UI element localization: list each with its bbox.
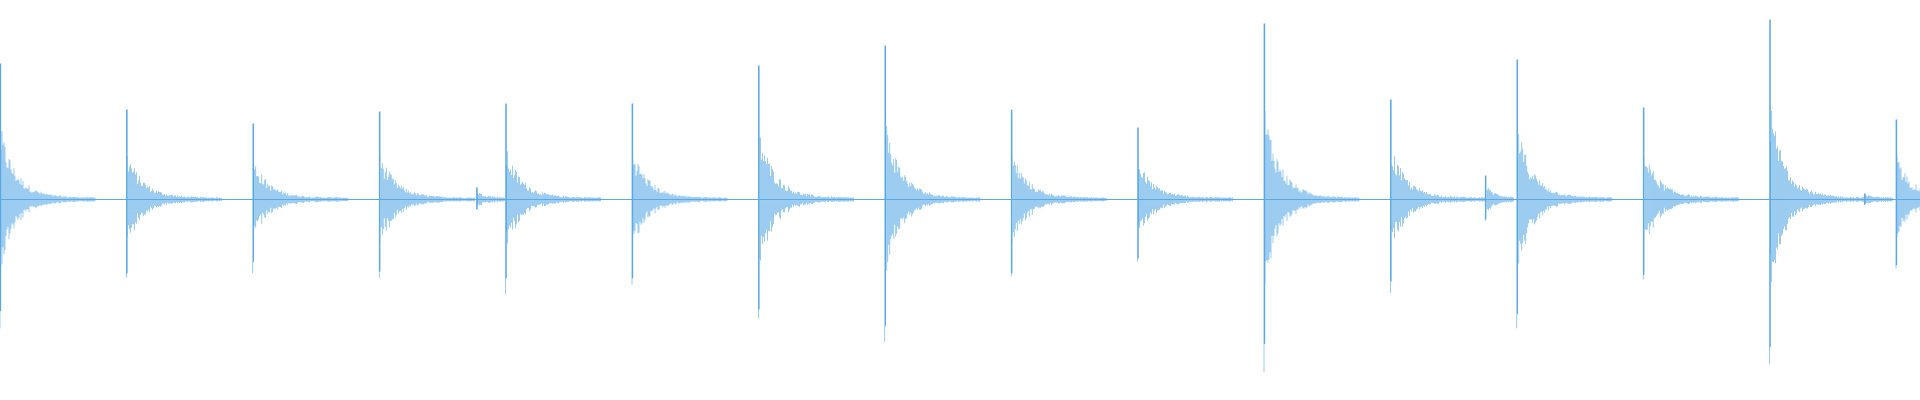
transient — [1642, 107, 1739, 280]
transient-envelope — [1263, 23, 1360, 373]
transient-envelope — [476, 187, 505, 210]
transient-envelope — [1642, 107, 1739, 280]
transient — [476, 187, 505, 210]
transient — [1864, 193, 1893, 205]
transient — [884, 45, 981, 343]
transient-envelope — [505, 103, 601, 294]
transient-group — [0, 19, 1920, 373]
transient-envelope — [0, 63, 96, 329]
transient-envelope — [884, 45, 981, 343]
transient — [1263, 23, 1360, 373]
transient — [631, 103, 728, 285]
transient-envelope — [1769, 19, 1865, 365]
transient-envelope — [1516, 59, 1613, 329]
transient-envelope — [1137, 127, 1233, 262]
transient — [505, 103, 601, 294]
transient-envelope — [1864, 193, 1893, 205]
transient — [758, 65, 854, 319]
transient — [378, 111, 475, 278]
transient-envelope — [1390, 99, 1486, 293]
transient — [1516, 59, 1613, 329]
transient-envelope — [1010, 109, 1107, 277]
transient — [1769, 19, 1865, 365]
transient-envelope — [631, 103, 728, 285]
transient — [1484, 175, 1514, 222]
transient — [1390, 99, 1486, 293]
transient — [1895, 119, 1920, 269]
transient-envelope — [1484, 175, 1514, 222]
transient-envelope — [1895, 119, 1920, 269]
transient-envelope — [378, 111, 475, 278]
transient — [1010, 109, 1107, 277]
transient-envelope — [126, 109, 222, 278]
transient — [1137, 127, 1233, 262]
transient — [126, 109, 222, 278]
transient — [252, 123, 349, 274]
transient — [0, 63, 96, 329]
transient-envelope — [252, 123, 349, 274]
transient-envelope — [758, 65, 854, 319]
